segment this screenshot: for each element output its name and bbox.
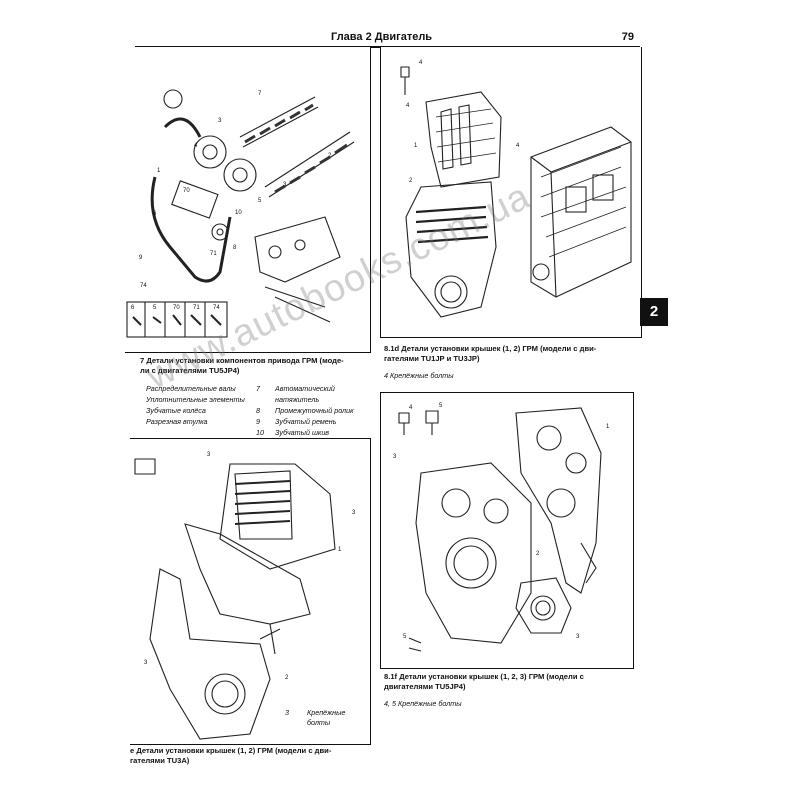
figure-covers-tu1jp: 4 4 1 2 4	[380, 47, 642, 338]
callout: 5	[439, 403, 443, 409]
chapter-tab: 2	[640, 298, 668, 326]
callout: 6	[153, 211, 157, 217]
legend-entry: Зубчатый ремень	[275, 417, 337, 426]
callout: 1	[157, 168, 161, 174]
callout: 3	[283, 182, 287, 188]
legend-covers-tu5jp4: 4, 5 Крепёжные болты	[384, 699, 462, 708]
callout: 4	[419, 60, 423, 66]
covers-tu1jp-drawing: 4 4 1 2 4	[400, 60, 632, 318]
legend-entry: 7	[256, 384, 260, 393]
callout: 9	[139, 255, 143, 261]
covers-tu3a-drawing: 3 3 1 2 3	[134, 452, 356, 740]
caption-timing-drive: 7 Детали установки компонентов привода Г…	[140, 356, 344, 375]
callout: 2	[285, 675, 289, 681]
callout: 8	[233, 245, 237, 251]
callout: 4	[516, 143, 520, 149]
header-rule	[135, 46, 640, 48]
callout: 5	[153, 305, 157, 311]
covers-tu5jp4-drawing: 4 5 3 1 2 3 5	[393, 403, 610, 652]
callout: 70	[173, 305, 180, 311]
legend-entry: Распределительные валы	[146, 384, 236, 393]
callout: 2	[409, 178, 413, 184]
callout: 3	[352, 510, 356, 516]
callout: 3	[144, 660, 148, 666]
figure-covers-tu3a: 3 3 1 2 3 3 Крепёжные болты	[130, 438, 371, 745]
callout: 10	[235, 210, 242, 216]
legend-entry: натяжитель	[275, 395, 320, 404]
callout: 70	[183, 188, 190, 194]
callout: 2	[328, 153, 332, 159]
legend-entry: Разрезная втулка	[146, 417, 208, 426]
legend-entry: Уплотнительные элементы	[146, 395, 245, 404]
callout: 3	[576, 634, 580, 640]
callout: 5	[403, 634, 407, 640]
caption-covers-tu1jp: 8.1d Детали установки крышек (1, 2) ГРМ …	[384, 344, 597, 363]
callout: 71	[193, 305, 200, 311]
legend-entry: Промежуточный ролик	[275, 406, 354, 415]
callout: 74	[213, 305, 220, 311]
legend-entry: 9	[256, 417, 260, 426]
callout: 3	[218, 118, 222, 124]
timing-drive-drawing: 7 3 4 2 3 5 10 70 1 8 6 71 9 5 70 71 74 …	[126, 89, 355, 338]
callout: 2	[536, 551, 540, 557]
callout: 4	[194, 143, 198, 149]
page-header: Глава 2 Двигатель 79	[135, 30, 640, 46]
callout: 1	[414, 143, 418, 149]
callout: 3	[393, 454, 397, 460]
legend-entry: 10	[256, 428, 264, 437]
callout: 6	[131, 305, 135, 311]
callout: 4	[409, 405, 413, 411]
legend-entry: 8	[256, 406, 260, 415]
callout: 4	[406, 103, 410, 109]
caption-covers-tu5jp4: 8.1f Детали установки крышек (1, 2, 3) Г…	[384, 672, 584, 691]
callout: 71	[210, 251, 217, 257]
callout: 1	[338, 547, 342, 553]
figure-timing-drive: 7 3 4 2 3 5 10 70 1 8 6 71 9 5 70 71 74 …	[125, 47, 371, 353]
callout: 7	[258, 91, 262, 97]
callout: 3	[207, 452, 211, 458]
callout: 74	[140, 283, 147, 289]
legend-entry: Зубчатый шкив	[275, 428, 330, 437]
figure-covers-tu5jp4: 4 5 3 1 2 3 5	[380, 392, 634, 669]
chapter-title: Глава 2 Двигатель	[331, 31, 433, 43]
legend-entry: Зубчатые колёса	[146, 406, 206, 415]
legend-covers-tu1jp: 4 Крепёжные болты	[384, 371, 454, 380]
page-number: 79	[621, 31, 634, 43]
legend-entry: Автоматический	[275, 384, 335, 393]
callout: 5	[258, 198, 262, 204]
callout: 1	[606, 424, 610, 430]
caption-covers-tu3a: е Детали установки крышек (1, 2) ГРМ (мо…	[130, 746, 332, 765]
